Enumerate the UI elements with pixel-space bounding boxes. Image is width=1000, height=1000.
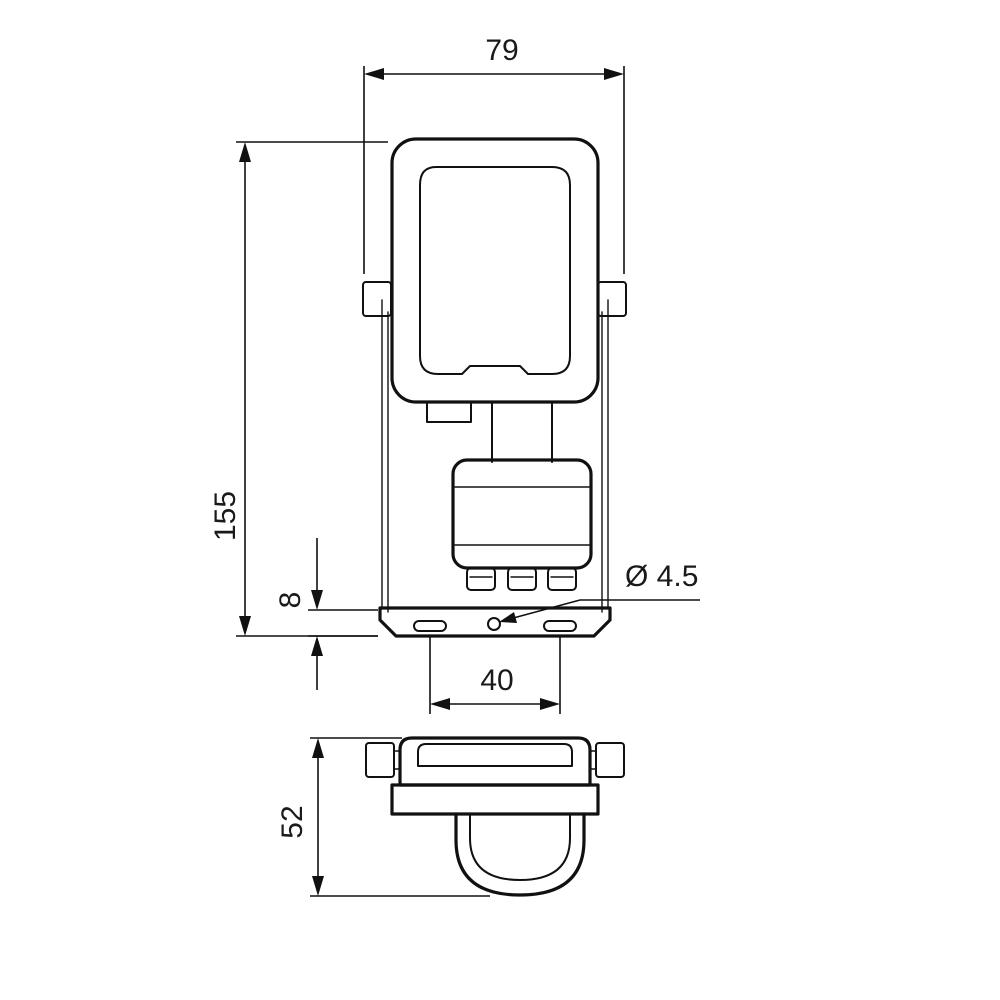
- dimension-hole-spacing: 40: [429, 636, 561, 714]
- driver-neck: [491, 401, 553, 463]
- side-view-housing: [398, 736, 592, 787]
- hole-spacing-label: 40: [480, 664, 513, 697]
- front-view: [362, 137, 627, 638]
- offset-label: 8: [274, 592, 307, 609]
- side-view-u-bracket-inner: [469, 813, 571, 881]
- depth-label: 52: [276, 805, 309, 838]
- dimension-offset: 8: [274, 538, 378, 690]
- height-label: 155: [209, 491, 242, 541]
- dimension-depth: 52: [276, 737, 490, 897]
- side-view-u-bracket: [454, 812, 586, 897]
- hole-diameter-label: Ø 4.5: [625, 560, 698, 593]
- width-label: 79: [485, 34, 518, 67]
- side-view-right-knob: [595, 742, 625, 778]
- side-view: [365, 736, 625, 897]
- cable-glands: [466, 567, 577, 591]
- right-mounting-slot: [543, 620, 577, 632]
- left-pivot-knob: [362, 281, 392, 317]
- right-pivot-knob: [597, 281, 627, 317]
- dimension-height: 155: [209, 141, 388, 637]
- housing-tab: [426, 401, 472, 423]
- left-mounting-slot: [413, 620, 447, 632]
- driver-box-line: [454, 486, 590, 546]
- lamp-housing: [390, 137, 600, 404]
- driver-box: [451, 458, 593, 570]
- centre-mounting-hole: [487, 617, 501, 631]
- dimension-hole-diameter: Ø 4.5: [499, 560, 700, 623]
- bracket-base-plate: [378, 606, 612, 638]
- side-view-left-knob: [365, 742, 395, 778]
- dimension-width: 79: [363, 34, 625, 274]
- lamp-lens: [419, 166, 571, 375]
- bracket-left-arm: [381, 299, 389, 613]
- bracket-right-arm: [601, 299, 609, 613]
- side-view-lens: [417, 743, 573, 767]
- side-view-back-plate: [390, 783, 600, 816]
